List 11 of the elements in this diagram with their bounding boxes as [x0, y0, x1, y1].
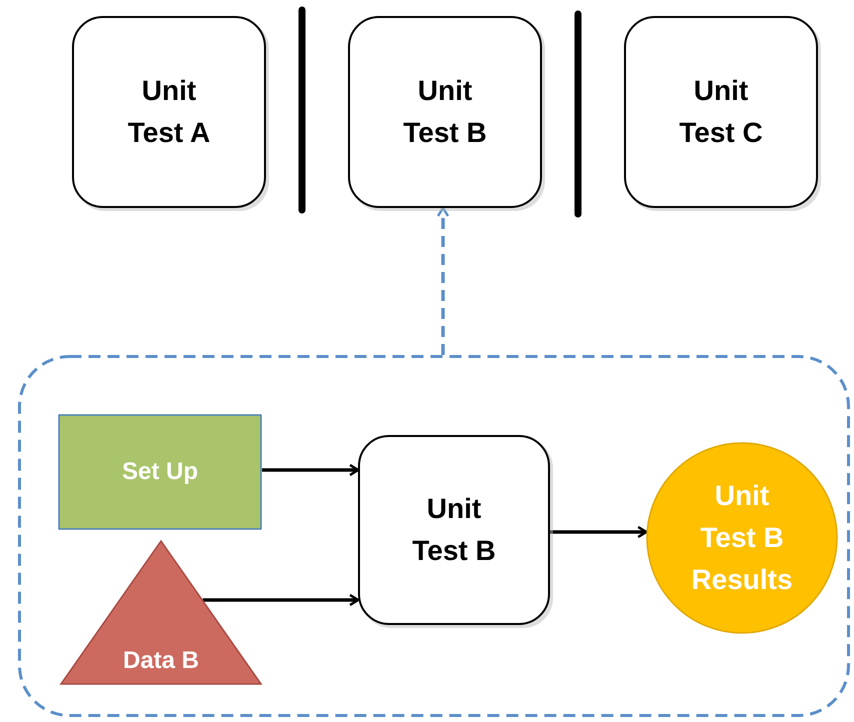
node-label: Data B: [122, 646, 200, 676]
node-label: Unit Test B: [411, 492, 497, 568]
arrow: [550, 526, 648, 538]
node-label: Set Up: [122, 457, 198, 487]
node-label: Unit Test A: [126, 74, 212, 150]
arrow: [202, 594, 360, 606]
node-label: Unit Test B Results: [690, 479, 794, 597]
node-label: Unit Test B: [402, 74, 488, 150]
node-label: Unit Test C: [678, 74, 764, 150]
arrow: [262, 464, 360, 476]
arrow: [436, 206, 450, 355]
